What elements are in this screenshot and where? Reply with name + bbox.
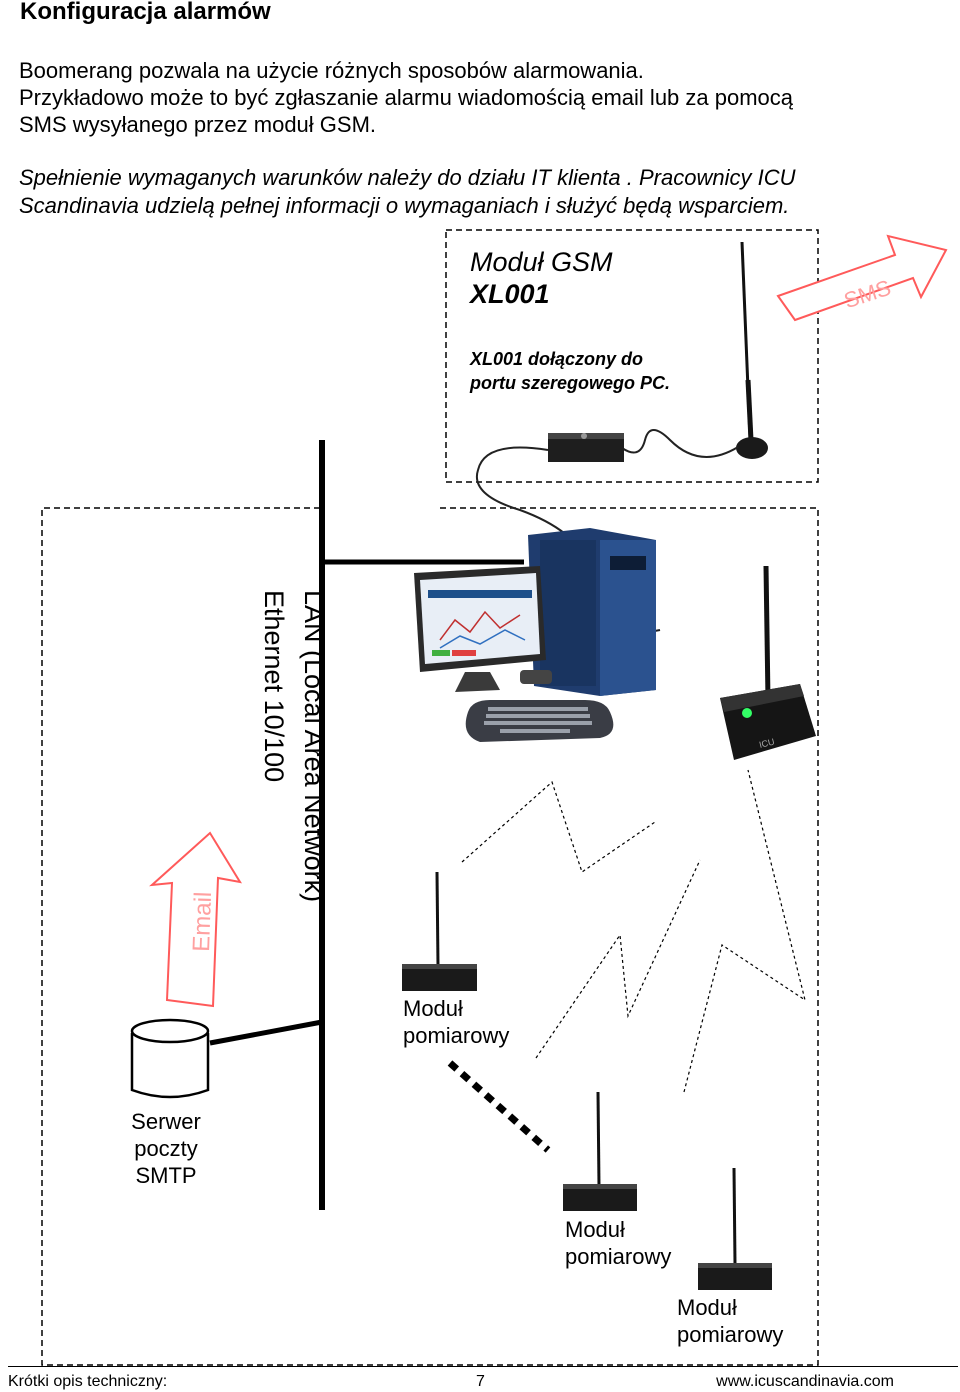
page-footer: Krótki opis techniczny: 7 www.icuscandin… (8, 1366, 958, 1392)
network-box (41, 507, 819, 1366)
measurement-module-3-label: Moduł pomiarowy (677, 1294, 783, 1348)
gsm-model-text: XL001 (470, 279, 550, 309)
email-arrow-label: Email (188, 891, 217, 952)
server-label-line: SMTP (135, 1163, 197, 1188)
server-label-line: Serwer (131, 1109, 201, 1134)
gsm-modem-icon (548, 433, 624, 462)
footer-website: www.icuscandinavia.com (716, 1373, 894, 1390)
footer-doc-title: Krótki opis techniczny: (8, 1373, 168, 1390)
gsm-note-line: XL001 dołączony do (470, 349, 644, 369)
lan-label-line-2: Ethernet 10/100 (259, 590, 289, 783)
lan-label-line-1: LAN (Local Area Network) (299, 590, 329, 903)
pc-tower-icon (528, 528, 656, 696)
measurement-module-1-label: Moduł pomiarowy (403, 995, 509, 1049)
gsm-module-title: Moduł GSM XL001 (470, 246, 613, 310)
gsm-note-line: portu szeregowego PC. (470, 373, 671, 393)
email-arrow: Email (149, 831, 243, 1008)
wired-link (447, 1060, 551, 1153)
wireless-link-2 (535, 859, 701, 1059)
measurement-module-1-icon (402, 871, 477, 991)
receiver-icon: ICU (720, 565, 816, 760)
smtp-server-label: Serwer poczty SMTP (128, 1108, 204, 1189)
module-label-line: Moduł (677, 1295, 737, 1320)
monitor-icon (414, 566, 546, 692)
intro-line: Przykładowo może to być zgłaszanie alarm… (19, 85, 794, 110)
page-title: Konfiguracja alarmów (20, 0, 271, 25)
gsm-box (445, 229, 819, 483)
receiver-brand: ICU (758, 736, 775, 749)
lan-label: LAN (Local Area Network) Ethernet 10/100 (254, 590, 334, 902)
note-line: Scandinavia udzielą pełnej informacji o … (19, 193, 790, 218)
measurement-module-2-icon (563, 1091, 637, 1211)
module-label-line: pomiarowy (403, 1023, 510, 1048)
gsm-note: XL001 dołączony do portu szeregowego PC. (470, 347, 670, 395)
footer-page-number: 7 (476, 1373, 485, 1390)
note-line: Spełnienie wymaganych warunków należy do… (19, 165, 796, 190)
wireless-links (461, 769, 806, 1093)
wireless-link-3 (683, 769, 806, 1093)
sms-arrow: SMS (776, 234, 948, 322)
module-label-line: Moduł (403, 996, 463, 1021)
keyboard-icon (465, 670, 614, 742)
gsm-antenna-icon (621, 241, 768, 459)
smtp-server-icon (130, 1018, 210, 1099)
measurement-module-2-label: Moduł pomiarowy (565, 1216, 671, 1270)
module-label-line: Moduł (565, 1217, 625, 1242)
lan-server-link (209, 1019, 323, 1046)
wireless-link-1 (461, 780, 656, 873)
intro-line: Boomerang pozwala na użycie różnych spos… (19, 58, 644, 83)
server-label-line: poczty (134, 1136, 198, 1161)
gsm-title-text: Moduł GSM (470, 247, 613, 277)
module-label-line: pomiarowy (565, 1244, 672, 1269)
intro-paragraph: Boomerang pozwala na użycie różnych spos… (19, 57, 919, 138)
module-label-line: pomiarowy (677, 1322, 784, 1347)
note-paragraph: Spełnienie wymaganych warunków należy do… (19, 164, 939, 220)
measurement-module-3-icon (698, 1167, 772, 1290)
intro-line: SMS wysyłanego przez moduł GSM. (19, 112, 377, 137)
